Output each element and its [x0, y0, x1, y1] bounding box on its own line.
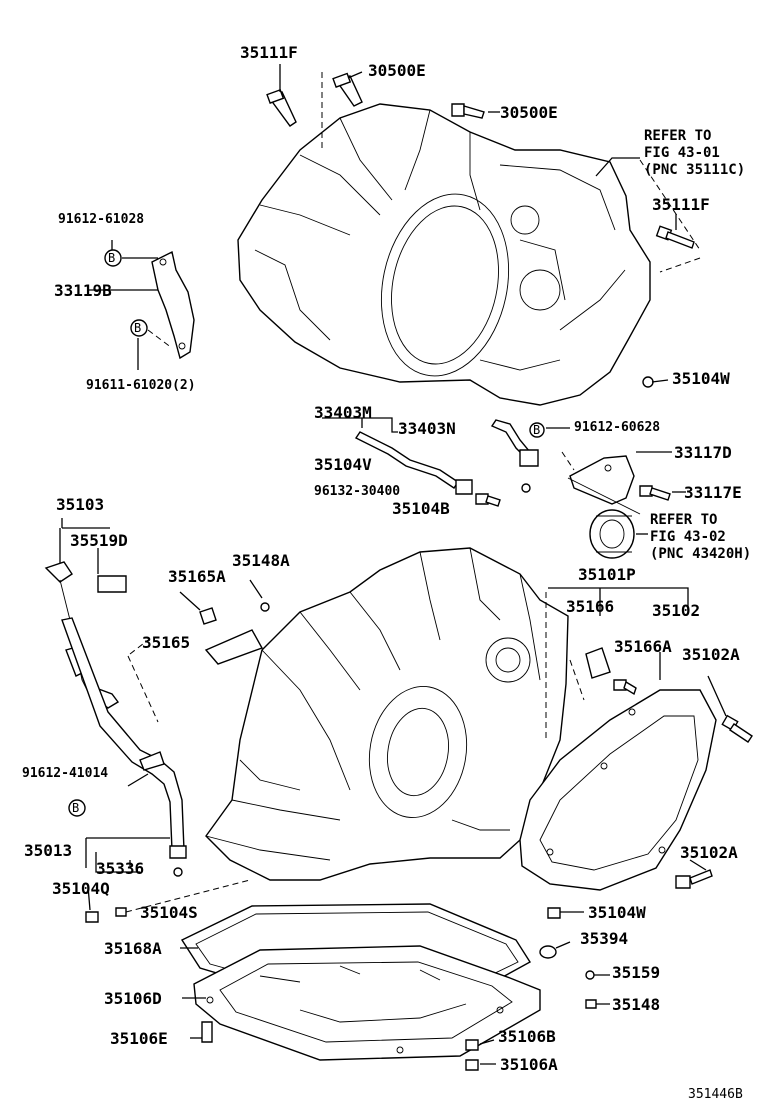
label-35166: 35166 [566, 597, 615, 616]
label-35394: 35394 [580, 929, 629, 948]
label-35104S: 35104S [140, 903, 198, 922]
label-35148: 35148 [612, 995, 661, 1014]
label-33403N: 33403N [398, 419, 456, 438]
label-35111F-right: 35111F [652, 195, 710, 214]
plug-35104W-top [643, 377, 653, 387]
label-35165A: 35165A [168, 567, 226, 586]
label-35104W-top: 35104W [672, 369, 730, 388]
label-96132-30400: 96132-30400 [314, 484, 401, 499]
bolt-mark-text: B [533, 423, 541, 437]
cover-35165 [206, 630, 262, 664]
plug-35104W-bottom [548, 908, 560, 918]
label-35165: 35165 [142, 633, 191, 652]
label-35104Q: 35104Q [52, 879, 110, 898]
label-91612-60628: 91612-60628 [574, 420, 661, 435]
bolt-35165A [200, 608, 216, 624]
drain-plug-35106B [466, 1040, 478, 1050]
bolt-mark-text: B [134, 321, 142, 335]
label-35106D: 35106D [104, 989, 162, 1008]
filler-tube-35013 [62, 618, 186, 876]
label-35104B: 35104B [392, 499, 450, 518]
label-91612-41014: 91612-41014 [22, 766, 109, 781]
gasket-35166 [586, 648, 610, 678]
label-35106E: 35106E [110, 1029, 168, 1048]
side-cover-35102 [520, 690, 716, 890]
seal-35394 [540, 946, 556, 958]
fitting-33403N [520, 450, 538, 466]
label-35102A-top: 35102A [682, 645, 740, 664]
label-35102: 35102 [652, 601, 701, 620]
label-91612-61028: 91612-61028 [58, 212, 145, 227]
bolt-mark-icon [530, 423, 544, 437]
label-33119B: 33119B [54, 281, 112, 300]
bolt-35106E [202, 1022, 212, 1042]
bolt-35102A-bottom [676, 876, 690, 888]
label-35104W-bottom: 35104W [588, 903, 646, 922]
label-35519D [98, 576, 126, 592]
plug-35104Q [86, 912, 98, 922]
oil-pan-35106D [194, 946, 540, 1060]
oil-seal-43420H [590, 510, 634, 558]
label-35336: 35336 [96, 859, 145, 878]
bolt-mark-icon [131, 320, 147, 336]
oring-35159 [586, 971, 594, 979]
transaxle-housing [238, 104, 650, 405]
label-35148A: 35148A [232, 551, 290, 570]
label-35168A: 35168A [104, 939, 162, 958]
label-35104V: 35104V [314, 455, 372, 474]
label-33117D: 33117D [674, 443, 732, 462]
bolt-mark-icon [69, 800, 85, 816]
label-33403M: 33403M [314, 403, 372, 422]
label-30500E-a: 30500E [368, 61, 426, 80]
label-35111F-top: 35111F [240, 43, 298, 62]
plug-35104S [116, 908, 126, 916]
figure-code: 351446B [688, 1087, 743, 1102]
pin-35148 [586, 1000, 596, 1008]
label-35103: 35103 [56, 495, 105, 514]
pin-35148A [261, 603, 269, 611]
label-30500E-b: 30500E [500, 103, 558, 122]
label-91611-61020: 91611-61020(2) [86, 378, 196, 393]
bolt-30500E-a [333, 74, 362, 106]
bolt-mark-text: B [108, 251, 116, 265]
transaxle-case-35101P [206, 548, 568, 880]
bolt-mark-icon [105, 250, 121, 266]
label-33117E: 33117E [684, 483, 742, 502]
label-35102A-bottom: 35102A [680, 843, 738, 862]
label-35519D: 35519D [70, 531, 128, 550]
bolt-30500E-b [452, 104, 484, 118]
bolt-35111F-right [657, 226, 694, 248]
label-35166A: 35166A [614, 637, 672, 656]
union-96132-30400 [456, 480, 472, 494]
bracket-33119B [152, 252, 194, 358]
label-35159: 35159 [612, 963, 661, 982]
gasket-35106A [466, 1060, 478, 1070]
label-35101P: 35101P [578, 565, 636, 584]
bolt-mark-text: B [72, 801, 80, 815]
bracket-33117D [568, 456, 640, 514]
label-35106B: 35106B [498, 1027, 556, 1046]
label-35013: 35013 [24, 841, 73, 860]
bolt-35111F-top [267, 90, 296, 126]
label-35106A: 35106A [500, 1055, 558, 1074]
